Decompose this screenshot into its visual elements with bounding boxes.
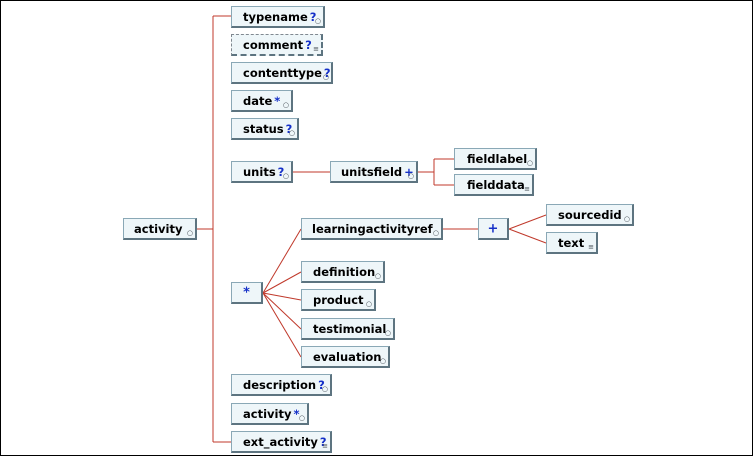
expand-arrow-icon: ○ (314, 17, 321, 25)
cardinality-badge: * (293, 407, 300, 421)
node-activity-root[interactable]: activity ○ (123, 218, 197, 240)
sequence-compositor[interactable]: + (478, 218, 509, 240)
node-label: definition (313, 265, 376, 279)
cardinality-badge: ? (277, 165, 285, 179)
node-label: sourcedid (558, 208, 622, 222)
expand-arrow-icon: ○ (384, 329, 391, 337)
node-label: product (313, 293, 364, 307)
node-label: typename (243, 10, 308, 24)
expand-arrow-icon: ○ (288, 129, 295, 137)
node-label: status (243, 122, 284, 136)
node-evaluation[interactable]: evaluation ○ (301, 346, 390, 368)
node-date[interactable]: date* ○ (231, 90, 293, 112)
node-contenttype[interactable]: contenttype? ○ (231, 62, 333, 84)
expand-arrow-icon: ○ (379, 357, 386, 365)
node-label: activity (134, 222, 183, 236)
node-label: description (243, 378, 317, 392)
cardinality-badge: ? (318, 378, 325, 392)
node-label: learningactivityref (312, 222, 433, 236)
cardinality-badge: + (487, 221, 499, 236)
node-label: text (558, 236, 585, 250)
node-fielddata[interactable]: fielddata ≡ (454, 174, 534, 196)
cardinality-badge: ? (285, 122, 293, 136)
expand-arrow-icon: ○ (321, 385, 328, 393)
choice-compositor[interactable]: * (231, 282, 263, 304)
node-description[interactable]: description? ○ (231, 374, 332, 396)
node-definition[interactable]: definition ○ (301, 261, 385, 283)
cardinality-badge: ? (309, 10, 317, 24)
node-testimonial[interactable]: testimonial ○ (301, 318, 395, 340)
node-ext-activity[interactable]: ext_activity? ≡ (231, 431, 332, 453)
node-text[interactable]: text ≡ (546, 232, 598, 254)
doc-lines-icon: ≡ (313, 45, 319, 53)
cardinality-badge: * (243, 285, 250, 300)
node-comment[interactable]: comment? ≡ (231, 34, 323, 56)
node-label: activity (243, 407, 292, 421)
doc-lines-icon: ≡ (524, 185, 530, 193)
cardinality-badge: + (404, 165, 414, 179)
node-activity-recursive[interactable]: activity* ○ (231, 403, 309, 425)
cardinality-badge: * (274, 94, 281, 108)
node-unitsfield[interactable]: unitsfield+ ○ (330, 161, 418, 183)
expand-arrow-icon: ○ (526, 159, 533, 167)
node-label: fieldlabel (467, 152, 528, 166)
doc-lines-icon: ≡ (322, 442, 328, 450)
node-label: unitsfield (341, 165, 403, 179)
expand-arrow-icon: ○ (623, 215, 630, 223)
cardinality-badge: ? (319, 435, 327, 449)
expand-arrow-icon: ○ (432, 229, 439, 237)
expand-arrow-icon: ○ (282, 172, 289, 180)
cardinality-badge: ? (305, 38, 312, 52)
expand-arrow-icon: ○ (298, 414, 305, 422)
node-label: date (243, 94, 273, 108)
node-typename[interactable]: typename? ○ (231, 6, 325, 28)
doc-lines-icon: ≡ (588, 243, 594, 251)
node-label: comment (243, 38, 304, 52)
node-label: evaluation (313, 350, 382, 364)
node-label: ext_activity (243, 435, 318, 449)
node-sourcedid[interactable]: sourcedid ○ (546, 204, 634, 226)
node-label: fielddata (467, 178, 525, 192)
node-status[interactable]: status? ○ (231, 118, 299, 140)
expand-arrow-icon: ○ (322, 73, 329, 81)
expand-arrow-icon: ○ (282, 101, 289, 109)
node-fieldlabel[interactable]: fieldlabel ○ (454, 148, 537, 170)
node-units[interactable]: units? ○ (231, 161, 293, 183)
expand-arrow-icon: ○ (407, 172, 414, 180)
node-label: testimonial (313, 322, 387, 336)
cardinality-badge: ? (323, 66, 331, 80)
node-label: units (243, 165, 276, 179)
node-label: contenttype (243, 66, 322, 80)
expand-arrow-icon: ○ (186, 229, 193, 237)
expand-arrow-icon: ○ (365, 300, 372, 308)
node-learningactivityref[interactable]: learningactivityref ○ (301, 218, 443, 240)
expand-arrow-icon: ○ (374, 272, 381, 280)
node-product[interactable]: product ○ (301, 289, 376, 311)
